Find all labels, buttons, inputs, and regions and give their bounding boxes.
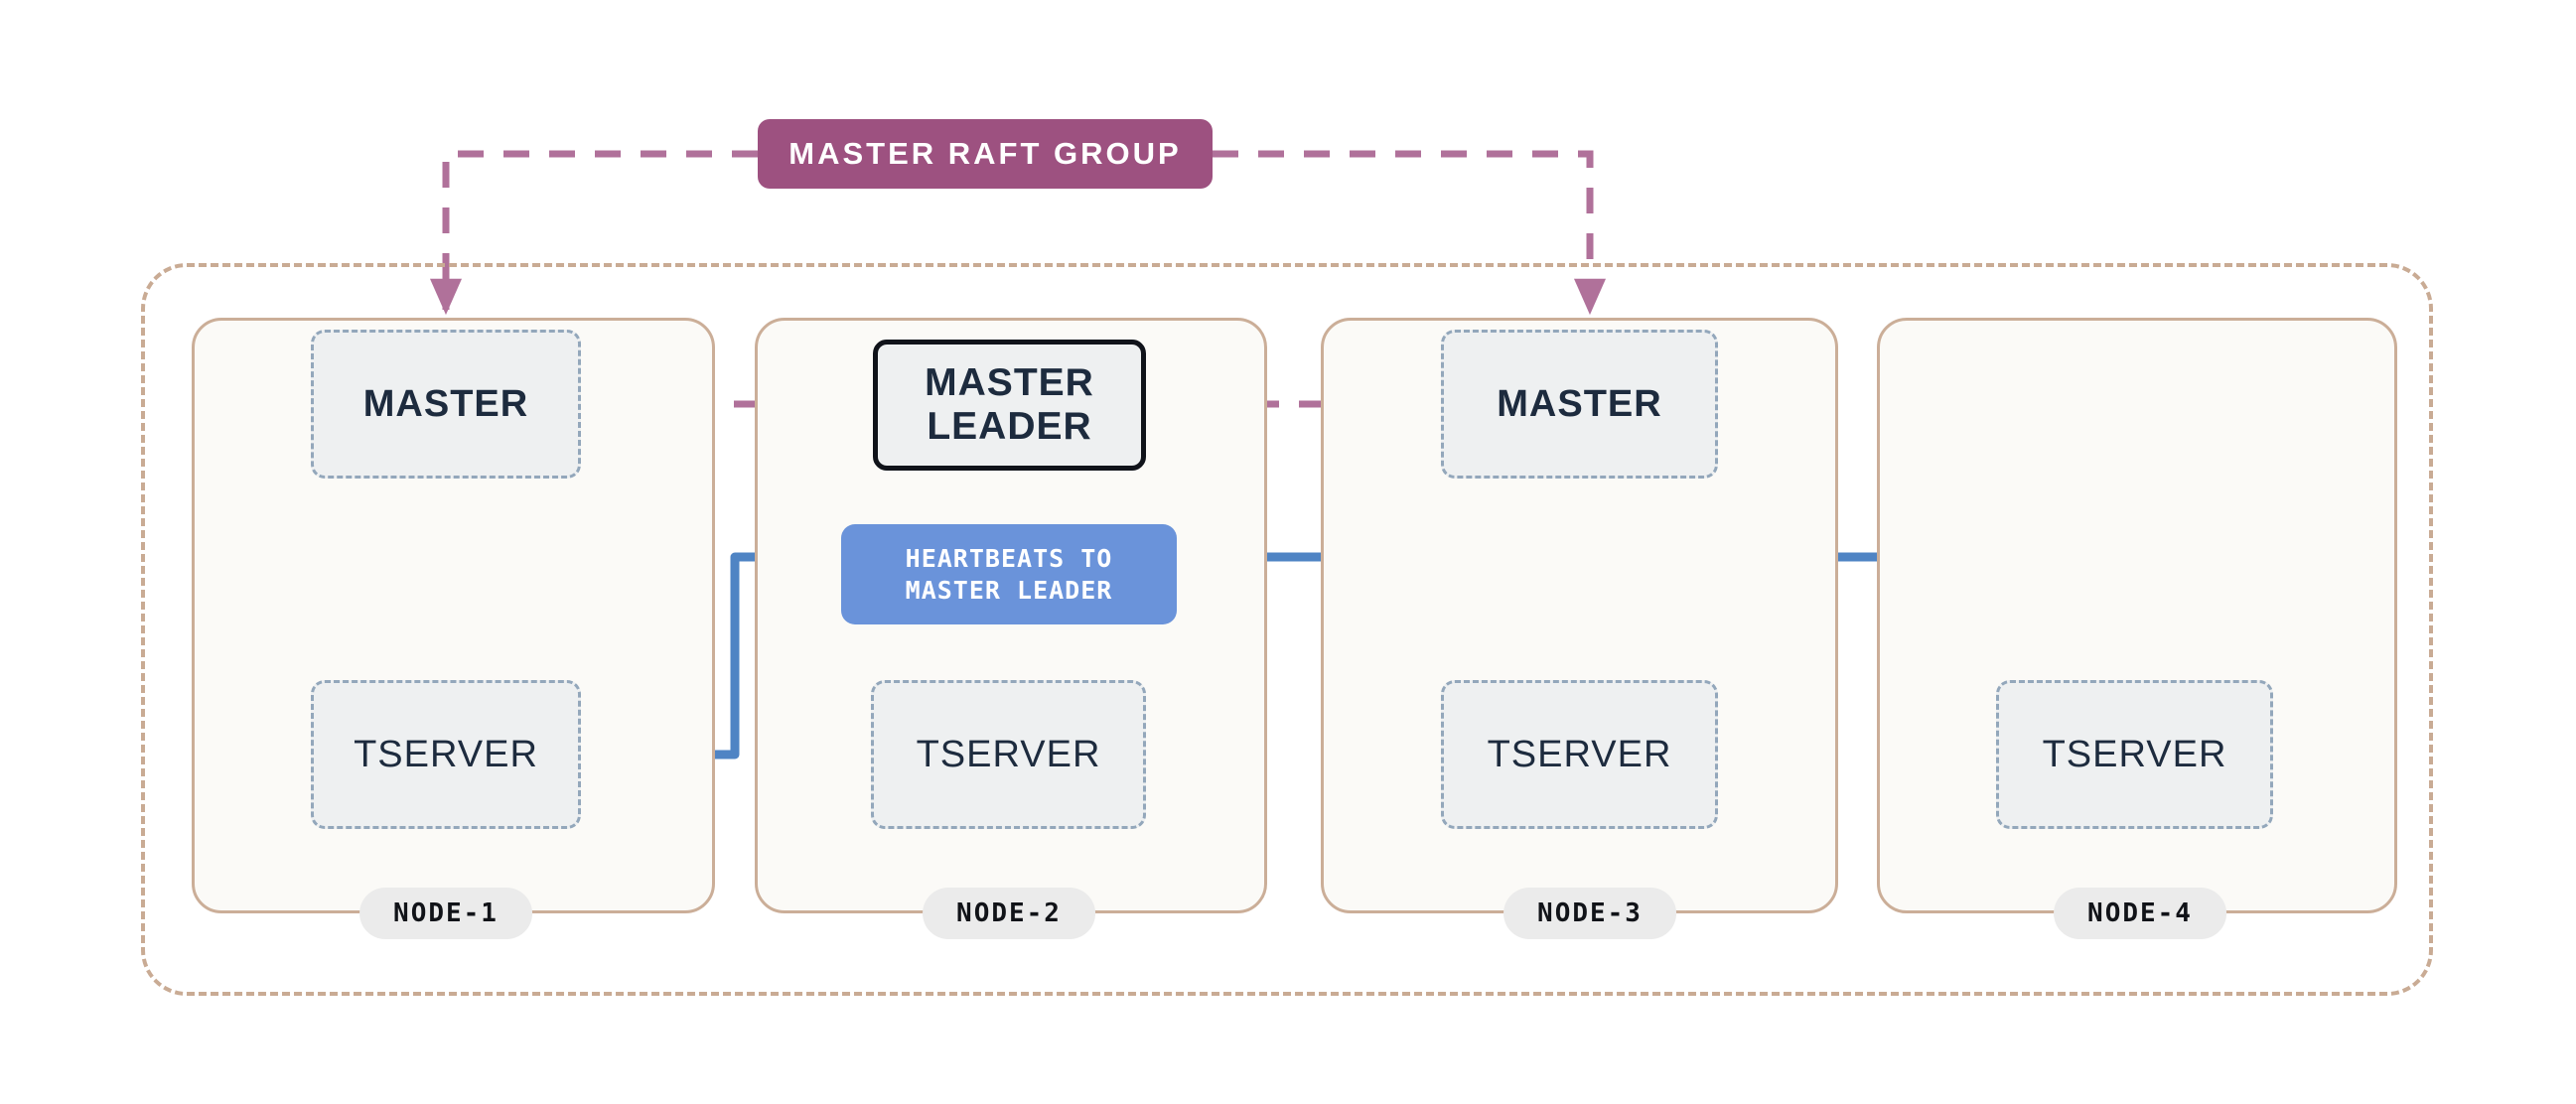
tserver-process-node-4[interactable]: TSERVER — [1996, 680, 2273, 829]
master-process-node-3[interactable]: MASTER — [1441, 330, 1718, 479]
master-process-node-1[interactable]: MASTER — [311, 330, 581, 479]
master-leader-process-node-2[interactable]: MASTER LEADER — [873, 340, 1146, 471]
heartbeats-label-line-1: HEARTBEATS TO — [905, 544, 1113, 574]
heartbeats-to-master-leader-badge[interactable]: HEARTBEATS TO MASTER LEADER — [841, 524, 1177, 624]
node-label-node-2: NODE-2 — [923, 888, 1095, 939]
heartbeats-label-line-2: MASTER LEADER — [905, 575, 1113, 605]
node-label-node-1: NODE-1 — [359, 888, 532, 939]
master-raft-group-badge[interactable]: MASTER RAFT GROUP — [758, 119, 1213, 189]
tserver-process-node-2[interactable]: TSERVER — [871, 680, 1146, 829]
master-leader-line-2: LEADER — [927, 405, 1092, 448]
node-label-node-3: NODE-3 — [1503, 888, 1676, 939]
tserver-process-node-3[interactable]: TSERVER — [1441, 680, 1718, 829]
node-label-node-4: NODE-4 — [2054, 888, 2226, 939]
raft-group-connector — [429, 150, 1607, 316]
universe-cluster-boundary — [141, 263, 2433, 996]
master-leader-line-1: MASTER — [925, 361, 1094, 405]
tserver-process-node-1[interactable]: TSERVER — [311, 680, 581, 829]
